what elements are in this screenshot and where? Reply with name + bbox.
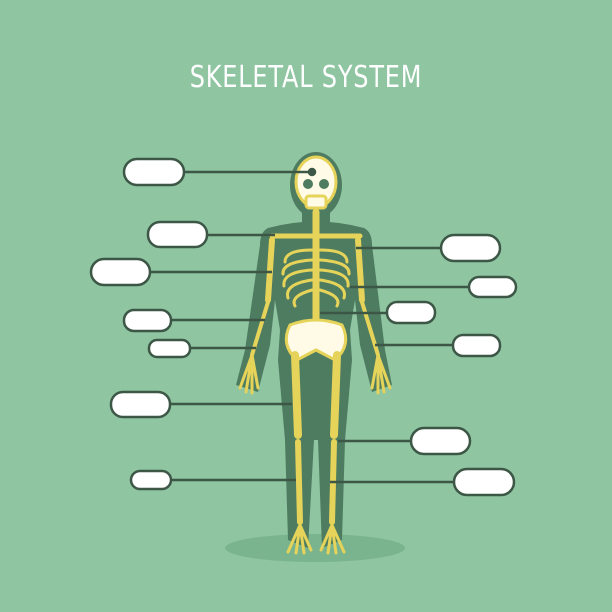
left-femur — [291, 351, 302, 439]
label-box-tibia[interactable] — [129, 469, 173, 491]
ground-shadow — [225, 534, 405, 562]
label-box-humerus[interactable] — [89, 257, 152, 287]
diagram-title: SKELETAL SYSTEM — [189, 60, 423, 95]
left-foot — [286, 523, 313, 555]
label-box-pelvis[interactable] — [451, 333, 502, 358]
skeleton-bones — [238, 155, 392, 555]
label-box-clavicle[interactable] — [146, 220, 209, 249]
left-humerus — [265, 237, 275, 303]
label-box-spine[interactable] — [385, 300, 437, 325]
ribs — [281, 248, 351, 308]
label-box-ribs[interactable] — [467, 275, 518, 299]
leader-lines — [150, 167, 469, 484]
label-box-femur[interactable] — [109, 390, 172, 419]
left-tibia — [295, 439, 303, 525]
right-hand — [370, 353, 392, 395]
label-box-skull[interactable] — [122, 157, 186, 187]
pelvis — [284, 318, 348, 362]
label-box-radius[interactable] — [122, 308, 173, 333]
right-humerus — [355, 237, 365, 303]
label-box-sternum[interactable] — [439, 233, 502, 263]
label-boxes — [89, 157, 518, 497]
left-hand — [238, 353, 260, 395]
label-box-ulna[interactable] — [147, 338, 192, 359]
right-femur — [330, 351, 341, 439]
label-box-patella[interactable] — [409, 426, 472, 456]
label-box-fibula[interactable] — [452, 467, 516, 497]
right-foot — [319, 523, 346, 555]
